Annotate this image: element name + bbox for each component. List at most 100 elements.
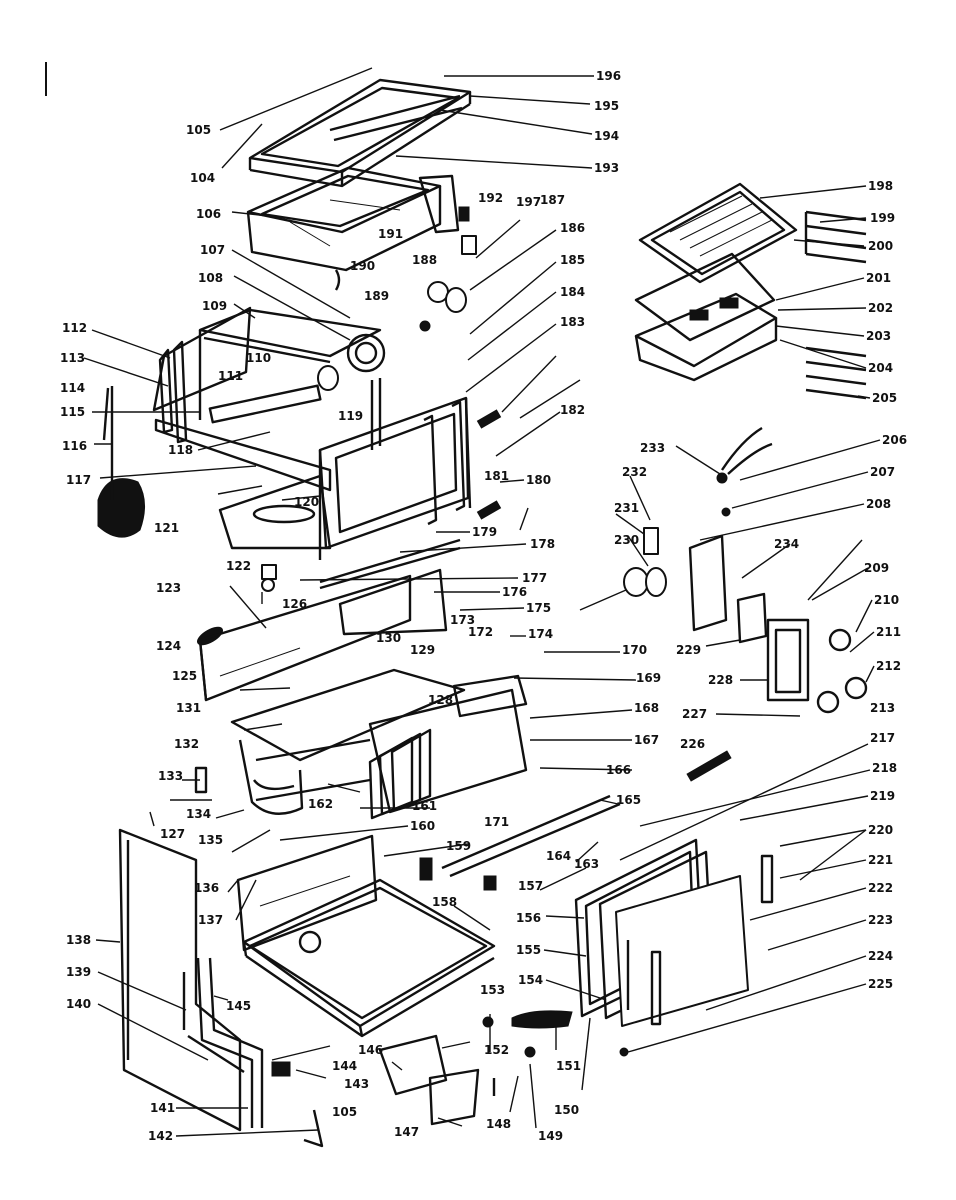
part-label: 105: [332, 1105, 357, 1119]
part-label: 147: [394, 1125, 419, 1139]
part-label: 204: [868, 361, 893, 375]
part-label: 168: [634, 701, 659, 715]
part-label: 205: [872, 391, 897, 405]
part-label: 231: [614, 501, 639, 515]
part-label: 119: [338, 409, 363, 423]
part-label: 140: [66, 997, 91, 1011]
part-label: 218: [872, 761, 897, 775]
part-label: 135: [198, 833, 223, 847]
part-label: 176: [502, 585, 527, 599]
part-label: 223: [868, 913, 893, 927]
part-label: 131: [176, 701, 201, 715]
part-label: 141: [150, 1101, 175, 1115]
part-label: 232: [622, 465, 647, 479]
part-label: 155: [516, 943, 541, 957]
part-label: 125: [172, 669, 197, 683]
part-label: 113: [60, 351, 85, 365]
part-label: 217: [870, 731, 895, 745]
oven-door: [574, 838, 774, 1057]
part-label: 120: [294, 495, 319, 509]
part-labels: 105 104 106 107 108 109 112 113 114 115 …: [60, 69, 907, 1143]
part-label: 133: [158, 769, 183, 783]
drawer-parts: [623, 426, 868, 782]
part-label: 226: [680, 737, 705, 751]
duct-bracket: [418, 174, 460, 234]
part-label: 129: [410, 643, 435, 657]
rack-lines: [804, 210, 867, 400]
part-label: 181: [484, 469, 509, 483]
part-label: 114: [60, 381, 85, 395]
part-label: 136: [194, 881, 219, 895]
part-label: 149: [538, 1129, 563, 1143]
part-label: 122: [226, 559, 251, 573]
part-label: 111: [218, 369, 243, 383]
part-label: 172: [468, 625, 493, 639]
part-label: 221: [868, 853, 893, 867]
part-label: 121: [154, 521, 179, 535]
burner-assembly: [378, 1010, 573, 1126]
part-label: 171: [484, 815, 509, 829]
part-label: 108: [198, 271, 223, 285]
part-label: 107: [200, 243, 225, 257]
part-label: 123: [156, 581, 181, 595]
part-label: 209: [864, 561, 889, 575]
lower-body: [230, 668, 528, 820]
part-label: 174: [528, 627, 553, 641]
part-label: 198: [868, 179, 893, 193]
part-label: 109: [202, 299, 227, 313]
part-label: 185: [560, 253, 585, 267]
part-label: 151: [556, 1059, 581, 1073]
part-label: 233: [640, 441, 665, 455]
part-label: 138: [66, 933, 91, 947]
part-label: 150: [554, 1103, 579, 1117]
part-label: 197: [516, 195, 541, 209]
part-label: 158: [432, 895, 457, 909]
part-label: 148: [486, 1117, 511, 1131]
part-label: 187: [540, 193, 565, 207]
part-label: 227: [682, 707, 707, 721]
part-label: 161: [412, 799, 437, 813]
part-label: 167: [634, 733, 659, 747]
part-label: 144: [332, 1059, 357, 1073]
part-label: 118: [168, 443, 193, 457]
part-label: 219: [870, 789, 895, 803]
part-label: 134: [186, 807, 211, 821]
gas-tank: [97, 386, 145, 538]
cooktop-frame: [248, 78, 472, 188]
part-label: 211: [876, 625, 901, 639]
cooktop-pan: [246, 166, 442, 272]
part-label: 224: [868, 949, 893, 963]
part-label: 194: [594, 129, 619, 143]
part-label: 166: [606, 763, 631, 777]
part-label: 154: [518, 973, 543, 987]
part-label: 116: [62, 439, 87, 453]
part-label: 142: [148, 1129, 173, 1143]
part-label: 228: [708, 673, 733, 687]
part-label: 189: [364, 289, 389, 303]
part-label: 146: [358, 1043, 383, 1057]
part-label: 195: [594, 99, 619, 113]
part-label: 192: [478, 191, 503, 205]
oven-body: [152, 306, 472, 560]
part-label: 127: [160, 827, 185, 841]
part-label: 132: [174, 737, 199, 751]
part-label: 160: [410, 819, 435, 833]
part-label: 207: [870, 465, 895, 479]
side-panel: [118, 828, 324, 1148]
part-label: 163: [574, 857, 599, 871]
part-label: 152: [484, 1043, 509, 1057]
part-label: 200: [868, 239, 893, 253]
part-label: 190: [350, 259, 375, 273]
part-label: 139: [66, 965, 91, 979]
part-label: 196: [596, 69, 621, 83]
part-label: 156: [516, 911, 541, 925]
part-label: 184: [560, 285, 585, 299]
part-label: 213: [870, 701, 895, 715]
broil-pan: [634, 182, 798, 382]
part-label: 186: [560, 221, 585, 235]
part-label: 110: [246, 351, 271, 365]
part-label: 178: [530, 537, 555, 551]
small-parts-top: [334, 206, 477, 332]
part-label: 169: [636, 671, 661, 685]
part-label: 104: [190, 171, 215, 185]
